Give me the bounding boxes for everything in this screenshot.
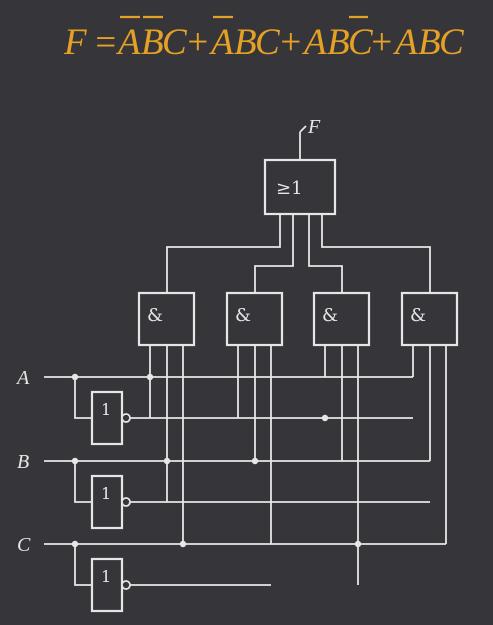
and-gate-3-symbol: & (322, 305, 338, 326)
not-gate-b-bubble (121, 497, 131, 507)
junction-b-dot-1 (163, 457, 171, 465)
or-gate-symbol: ≥1 (276, 178, 303, 199)
and-gate-4-symbol: & (410, 305, 426, 326)
input-b-to-not-wire (74, 461, 92, 503)
and-input-wires (149, 345, 447, 585)
and-gate-3 (312, 291, 371, 347)
or-gate (263, 158, 337, 216)
term2-c: C (255, 22, 281, 63)
junction-c-dot-2 (354, 540, 362, 548)
input-c-to-not-wire (74, 544, 92, 586)
junction-c-dot-1 (179, 540, 187, 548)
not-gate-c-symbol: 1 (101, 567, 111, 586)
term4-c: C (439, 22, 465, 63)
input-label-b: B (17, 451, 29, 473)
formula: F = A B C + A B C + A B C + A B C (63, 15, 465, 63)
plus-1: + (185, 22, 210, 63)
junction-a-not-dot (321, 414, 329, 422)
junction-a-branch (71, 373, 79, 381)
and1-to-or-wire (166, 214, 281, 293)
input-label-c: C (17, 534, 31, 556)
input-b-section: B 1 (17, 451, 430, 530)
not-gate-a-symbol: 1 (101, 400, 111, 419)
input-c-section: C 1 (17, 534, 446, 613)
junction-b-branch (71, 457, 79, 465)
term2-a: A (208, 22, 234, 63)
not-gate-b-symbol: 1 (101, 484, 111, 503)
and2-to-or-wire (254, 214, 294, 293)
term3-c: C (348, 22, 374, 63)
and3-to-or-wire (308, 214, 343, 293)
junction-b-dot-2 (251, 457, 259, 465)
plus-3: + (369, 22, 394, 63)
and-gate-1-symbol: & (147, 305, 163, 326)
input-label-a: A (15, 367, 30, 389)
plus-2: + (278, 22, 303, 63)
and4-to-or-wire (321, 214, 431, 293)
and-gate-2 (225, 291, 284, 347)
junction-a-dot (146, 373, 154, 381)
input-a-to-not-wire (74, 377, 92, 419)
term4-b: B (418, 22, 441, 63)
not-gate-c-bubble (121, 580, 131, 590)
output-label-f: F (307, 116, 321, 138)
formula-equals: = (93, 22, 118, 63)
formula-lhs: F (63, 22, 87, 63)
not-gate-a-bubble (121, 413, 131, 423)
term1-b: B (141, 22, 164, 63)
and-gate-4 (400, 291, 459, 347)
term3-a: A (301, 22, 327, 63)
output-wire-tick (299, 125, 307, 133)
term4-a: A (392, 22, 418, 63)
and-gate-2-symbol: & (235, 305, 251, 326)
and-gates: & & & & (137, 291, 459, 347)
and-to-or-wires (166, 214, 431, 293)
input-a-section: A 1 (15, 367, 413, 446)
term1-c: C (162, 22, 188, 63)
term2-b: B (234, 22, 257, 63)
junction-c-branch (71, 540, 79, 548)
term1-a: A (115, 22, 141, 63)
term3-b: B (327, 22, 350, 63)
not-gate-b (90, 474, 124, 530)
and-gate-1 (137, 291, 196, 347)
